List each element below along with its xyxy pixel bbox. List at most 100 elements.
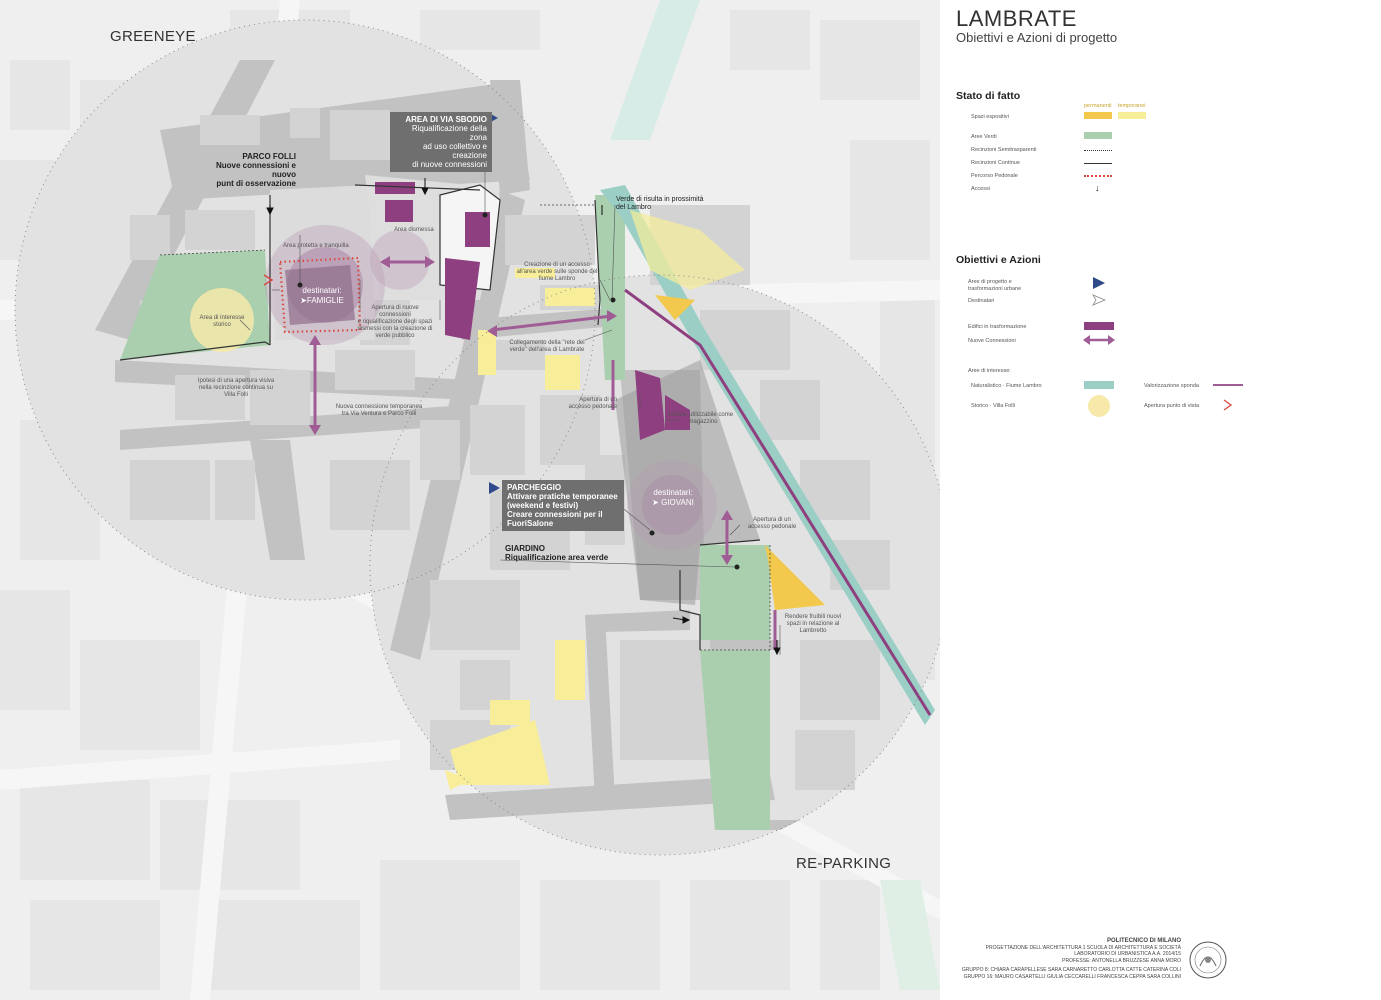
page-subtitle: Obiettivi e Azioni di progetto bbox=[956, 30, 1118, 45]
parco-folli-line-1: Nuove connessioni e nuovo bbox=[215, 161, 296, 179]
ann-apertura-pedonale: Apertura di un accesso pedonale bbox=[562, 397, 617, 411]
ann-line: verde" dell'area di Lambrate bbox=[509, 347, 585, 353]
ann-line: all'area verde sulle sponde del bbox=[516, 269, 598, 275]
sbodio-line-1: Riqualificazione della zona bbox=[411, 124, 487, 142]
edifici-in-trasformazione bbox=[375, 182, 690, 440]
sbodio-title: AREA DI VIA SBODIO bbox=[405, 115, 487, 124]
col-temporanei: temporanei bbox=[1118, 103, 1146, 109]
arrow-down-icon: ↓ bbox=[1095, 183, 1100, 193]
parco-folli-text: PARCO FOLLI Nuove connessioni e nuovo pu… bbox=[190, 152, 296, 188]
sbodio-line-2: ad uso collettivo e creazione bbox=[422, 142, 487, 160]
section-stato-di-fatto: Stato di fatto bbox=[956, 90, 1021, 102]
dest-famiglie: destinatari: ➤FAMIGLIE bbox=[292, 286, 352, 306]
parcheggio-line-4: FuoriSalone bbox=[507, 519, 554, 528]
ann-line: fiume Lambro bbox=[538, 276, 576, 282]
map-area: GREENEYE RE-PARKING AREA DI VIA SBODIO R… bbox=[0, 0, 940, 1000]
parcheggio-title: PARCHEGGIO bbox=[507, 483, 562, 492]
swatch-valorizzazione bbox=[1213, 384, 1243, 386]
ann-line: Collegamento della "rete del bbox=[509, 340, 585, 346]
sbodio-line-3: di nuove connessioni bbox=[412, 160, 487, 169]
ann-line: Ipotesi di una apertura visiva bbox=[197, 378, 275, 384]
parco-folli-line-2: punt di osservazione bbox=[216, 179, 296, 188]
fences-semi bbox=[159, 204, 771, 651]
dest-famiglie-value: ➤FAMIGLIE bbox=[300, 296, 344, 305]
nuove-connessioni bbox=[313, 260, 777, 650]
legend-accessi: Accessi bbox=[971, 186, 990, 192]
accessi bbox=[266, 178, 781, 656]
swatch-recinzioni-semi bbox=[1084, 150, 1112, 151]
ann-line: accesso pedonale bbox=[568, 404, 617, 410]
blue-arrow-parcheggio bbox=[489, 482, 500, 494]
ann-line: Nuova connessione temporanea bbox=[335, 404, 423, 410]
swatch-edifici bbox=[1084, 322, 1114, 330]
chevron-right-icon bbox=[1223, 399, 1233, 411]
dest-famiglie-label: destinatari: bbox=[302, 286, 342, 295]
legend-aree-interesse: Aree di interesse: bbox=[968, 368, 1011, 374]
giardino-line-1: Riqualificazione area verde bbox=[505, 553, 609, 562]
legend-line: Aree di progetto e bbox=[968, 279, 1012, 285]
ann-edificio-magazzino: Edificio utilizzabile come magazzino bbox=[668, 412, 738, 426]
swatch-naturalistico bbox=[1084, 381, 1114, 389]
page-title: LAMBRATE bbox=[956, 6, 1077, 31]
legend-recinzioni-semi: Recinzioni Semitrasparenti bbox=[971, 147, 1037, 153]
section-obiettivi: Obiettivi e Azioni bbox=[956, 254, 1041, 266]
swatch-aree-verdi bbox=[1084, 132, 1112, 139]
halo-giovani bbox=[627, 460, 717, 550]
giardino-title: GIARDINO bbox=[505, 544, 545, 553]
credits-line-3: PROFESSE: ANTONELLA BRUZZESE ANNA MORO bbox=[1062, 957, 1181, 964]
ann-rendere-fruibili: Rendere fruibili nuovi spazi in relazion… bbox=[782, 614, 844, 635]
credits-line-2: LABORATORIO DI URBANISTICA A.A. 2014/15 bbox=[1074, 951, 1181, 957]
credits-polimi: POLITECNICO DI MILANO bbox=[1107, 938, 1181, 944]
polimi-seal-icon bbox=[1189, 941, 1227, 979]
ann-line: tra Via Ventura e Parco Folli bbox=[341, 411, 417, 417]
ann-collegamento: Collegamento della "rete del verde" dell… bbox=[508, 340, 586, 354]
swatch-espositivi-temp bbox=[1118, 112, 1146, 119]
blue-triangle-icon bbox=[1093, 277, 1105, 289]
percorso-pedonale bbox=[278, 256, 362, 334]
legend-apertura-punto: Apertura punto di vista bbox=[1144, 403, 1200, 409]
legend-line: trasformazioni urbane bbox=[968, 286, 1022, 292]
ann-line: Rendere fruibili nuovi bbox=[784, 614, 842, 620]
ann-line: Verde di risulta in prossimità bbox=[616, 196, 704, 203]
river-north bbox=[610, 0, 700, 140]
parcheggio-line-1: Attivare pratiche temporanee bbox=[507, 492, 618, 501]
credits-gruppo-16: GRUPPO 16: MAURO CASARTELLI GIULIA CECCA… bbox=[963, 973, 1181, 980]
swatch-recinzioni-cont bbox=[1084, 163, 1112, 164]
col-permanenti: permanenti bbox=[1084, 103, 1112, 109]
ann-line: accesso pedonale bbox=[747, 524, 797, 530]
fences bbox=[119, 184, 761, 650]
credits: POLITECNICO DI MILANO PROGETTAZIONE DELL… bbox=[962, 938, 1181, 980]
ann-line: magazzino bbox=[688, 419, 718, 425]
ann-line: storico bbox=[213, 322, 231, 328]
ann-line: Apertura di un bbox=[579, 397, 617, 403]
ann-line: Area di interesse bbox=[199, 315, 245, 321]
ann-line: Apertura di nuove connessioni bbox=[371, 305, 419, 318]
apertura-punto-vista bbox=[263, 274, 274, 286]
ann-line: nella recinzione continua su bbox=[198, 385, 274, 391]
ann-apertura-pedonale-2: Apertura di un accesso pedonale bbox=[742, 517, 802, 531]
valorizzazione-sponda bbox=[624, 288, 932, 716]
credits-line-1: PROGETTAZIONE DELL'ARCHITETTURA 1 SCUOLA… bbox=[985, 944, 1181, 951]
legend-nuove-connessioni: Nuove Connessioni bbox=[968, 338, 1016, 344]
parcheggio-line-3: Creare connessioni per il bbox=[507, 510, 603, 519]
ann-line: Edificio utilizzabile come bbox=[668, 412, 734, 418]
ann-line: e riqualificazione degli spazi bbox=[357, 319, 433, 325]
legend-panel: LAMBRATE Obiettivi e Azioni di progetto … bbox=[940, 0, 1381, 1000]
credits-gruppo-8: GRUPPO 8: CHIARA CARAPELLESE SARA CARNAR… bbox=[961, 967, 1181, 973]
ann-ipotesi: Ipotesi di una apertura visiva nella rec… bbox=[196, 378, 276, 399]
swatch-storico bbox=[1088, 395, 1110, 417]
parco-folli-title: PARCO FOLLI bbox=[242, 152, 296, 161]
legend-valorizzazione: Valorizzazione sponda bbox=[1144, 383, 1199, 389]
ann-verde-risulta: Verde di risulta in prossimità del Lambr… bbox=[616, 196, 704, 212]
ann-area-dismessa: Area dismessa bbox=[394, 227, 434, 233]
dest-giovani-label: destinatari: bbox=[653, 488, 693, 497]
ann-line: Apertura di un bbox=[753, 517, 791, 523]
legend-aree-progetto: Aree di progetto e trasformazioni urbane bbox=[968, 279, 1021, 293]
legend-spazi-espositivi: Spazi espositivi bbox=[971, 114, 1009, 120]
ann-line: Creazione di un accesso bbox=[524, 262, 590, 268]
ann-line: dismessi con la creazione di bbox=[357, 326, 433, 332]
swatch-espositivi-perm bbox=[1084, 112, 1112, 119]
legend-naturalistico: Naturalistico · Fiume Lambro bbox=[971, 383, 1042, 389]
dest-giovani: destinatari: ➤ GIOVANI bbox=[645, 488, 701, 508]
ann-line: verde pubblico bbox=[375, 333, 415, 339]
